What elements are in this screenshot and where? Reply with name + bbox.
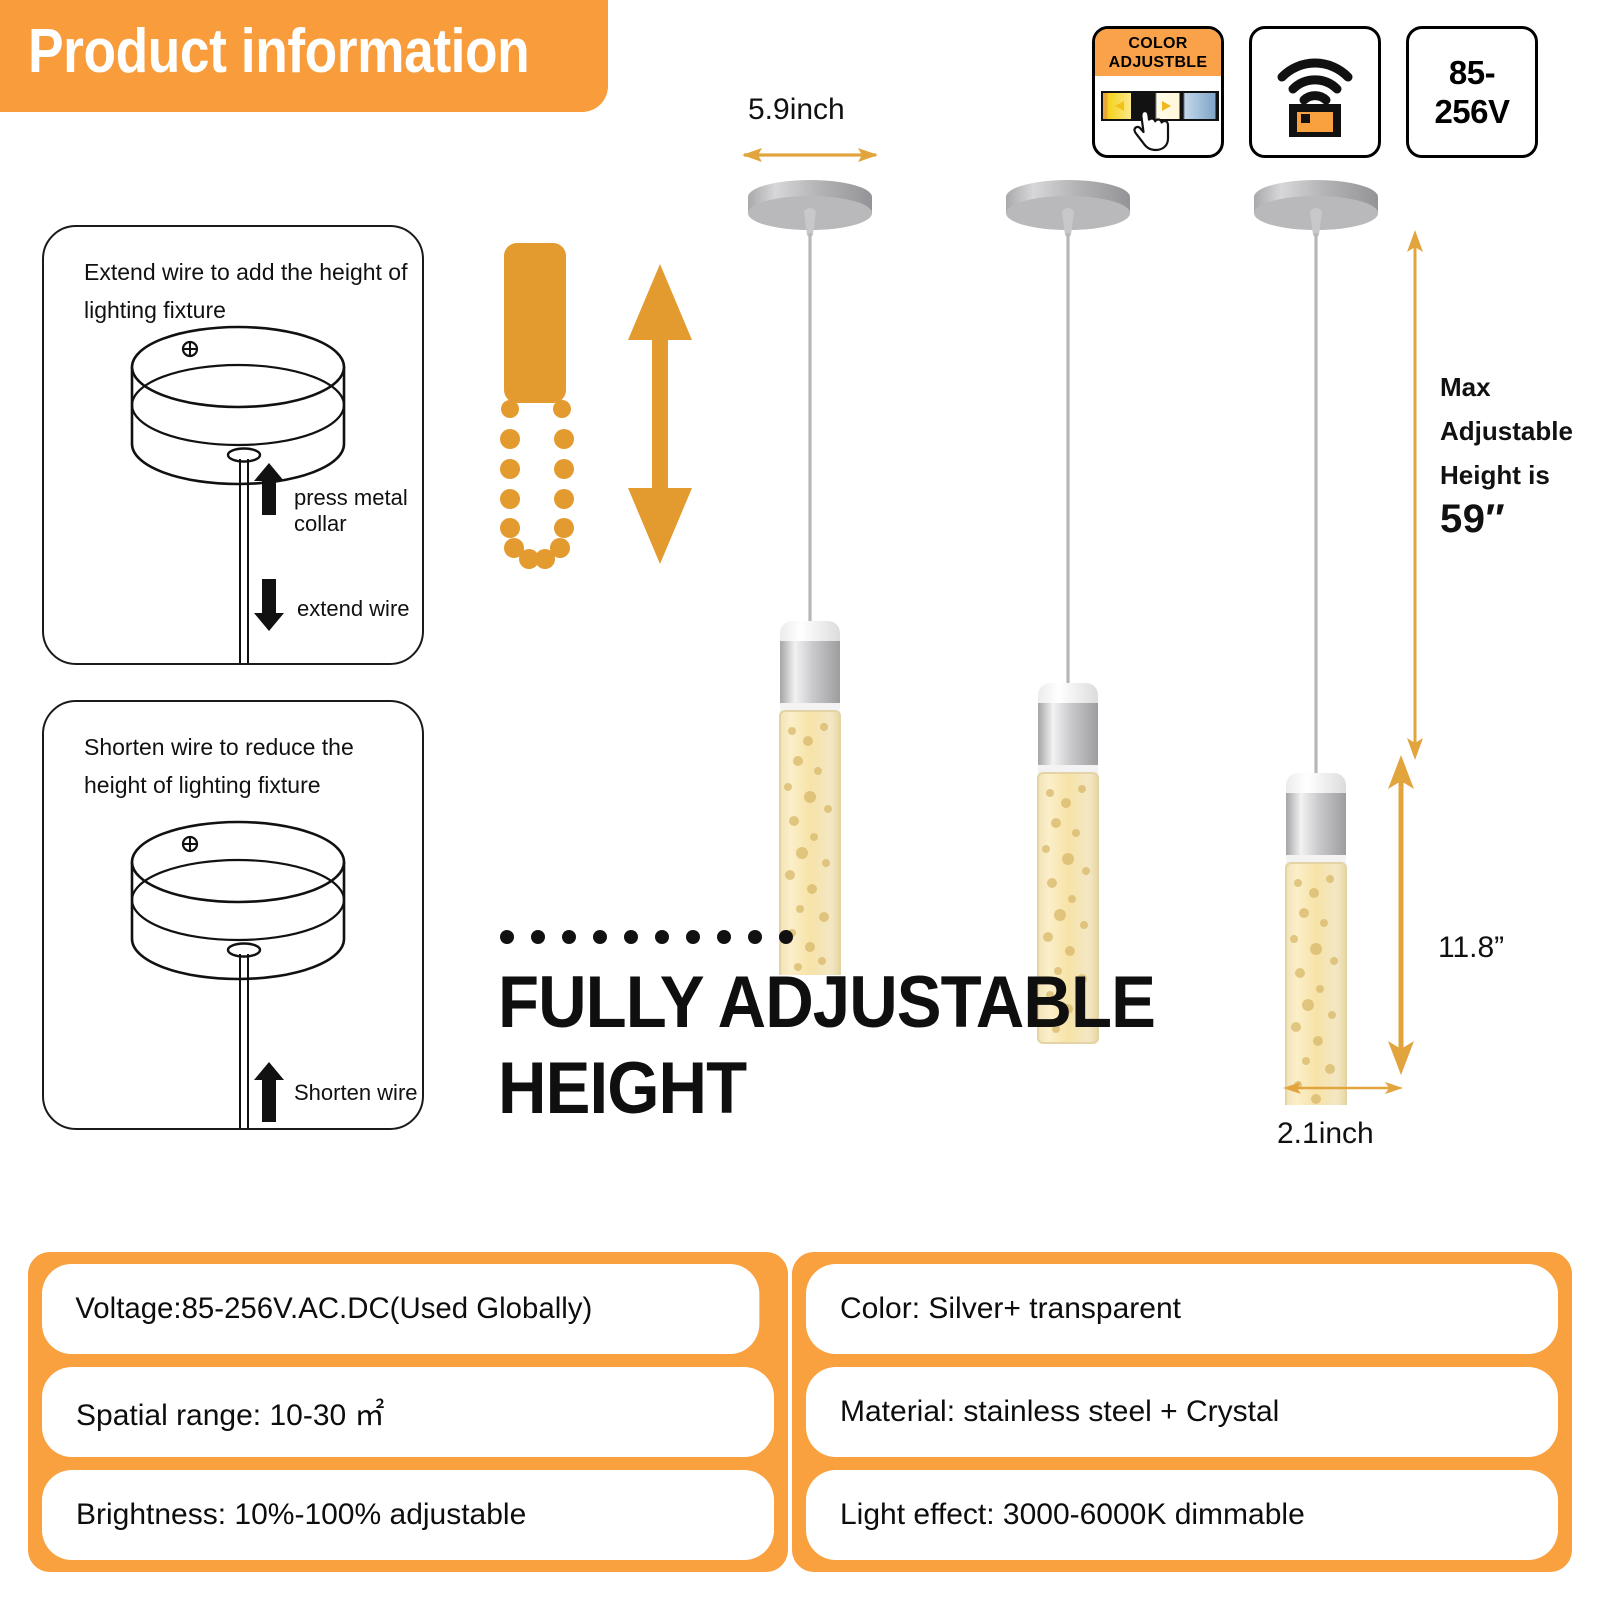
headline-line2: HEIGHT [498,1048,747,1129]
label-extend-wire: extend wire [297,596,410,621]
height-double-arrow-icon [628,264,692,564]
page-title: Product information [28,17,530,86]
dot [562,930,576,944]
pendant-lamp-2 [1006,180,1130,1044]
dot [717,930,731,944]
dot [624,930,638,944]
max-height-value: 59″ [1440,497,1506,541]
dot [593,930,607,944]
label-press-metal-collar: press metal collar [294,485,408,536]
canopy-diagram-shorten [130,820,346,1128]
spec-light-effect: Light effect: 3000-6000K dimmable [806,1470,1558,1560]
dot [779,930,793,944]
badge-voltage: 85- 256V [1406,26,1538,158]
canopy-diagram-extend [130,325,346,663]
label-canopy-width: 5.9inch [748,93,845,126]
badge-voltage-text: 85- 256V [1409,53,1535,131]
instruction-caption-shorten: Shorten wire to reduce the height of lig… [84,734,354,798]
voltage-line2: 256V [1434,93,1510,130]
badge-color-header: COLOR ADJUSTBLE [1095,29,1221,76]
spec-spatial-range: Spatial range: 10-30 ㎡ [42,1367,774,1457]
arrow-left-icon [1115,101,1124,111]
dot [500,930,514,944]
header-banner: Product information [0,0,608,112]
max-height-arrow-icon [1407,230,1423,760]
spec-material: Material: stainless steel + Crystal [806,1367,1558,1457]
dot [748,930,762,944]
orange-fixture-icon [500,243,574,569]
label-fixture-height: 11.8” [1438,931,1505,964]
label-fixture-width: 2.1inch [1277,1117,1374,1150]
spec-panel-right: Color: Silver+ transparent Material: sta… [792,1252,1572,1572]
fixture-width-arrow-icon [1283,1082,1403,1094]
pendant-lamp-3 [1254,180,1378,1105]
instruction-box-shorten: Shorten wire to reduce the height of lig… [42,700,424,1130]
headline-block: FULLY ADJUSTABLE HEIGHT [498,960,1156,1132]
badge-color-adjustable: COLOR ADJUSTBLE [1092,26,1224,158]
instruction-caption-extend: Extend wire to add the height of lightin… [84,259,408,323]
canopy-width-arrow-icon [742,148,878,162]
spec-voltage: Voltage:85-256V.AC.DC(Used Globally) [42,1264,760,1354]
label-max-adjustable-height: Max Adjustable Height is 59″ [1440,365,1600,541]
fixture-height-arrow-icon [1388,755,1414,1075]
spec-color: Color: Silver+ transparent [806,1264,1558,1354]
dot [686,930,700,944]
dot [531,930,545,944]
max-height-line3: Height is [1440,460,1550,490]
pointing-hand-icon [1133,109,1170,152]
wireless-remote-icon [1277,58,1353,137]
max-height-line2: Adjustable [1440,416,1573,446]
feature-badge-row: COLOR ADJUSTBLE 85- 256V [1092,26,1538,158]
instruction-box-extend: Extend wire to add the height of lightin… [42,225,424,665]
spec-brightness: Brightness: 10%-100% adjustable [42,1470,774,1560]
color-temperature-slider [1101,91,1219,121]
spec-panel-left: Voltage:85-256V.AC.DC(Used Globally) Spa… [28,1252,788,1572]
voltage-line1: 85- [1448,54,1496,91]
badge-wireless-remote [1249,26,1381,158]
max-height-line1: Max [1440,372,1491,402]
badge-color-line1: COLOR [1128,34,1188,52]
badge-color-line2: ADJUSTBLE [1108,53,1208,71]
arrow-right-icon [1162,101,1171,111]
decorative-dots-row [500,930,793,944]
headline-line1: FULLY ADJUSTABLE [498,962,1156,1043]
dot [655,930,669,944]
label-shorten-wire: Shorten wire [294,1080,418,1105]
pendant-lamp-1 [748,180,872,975]
